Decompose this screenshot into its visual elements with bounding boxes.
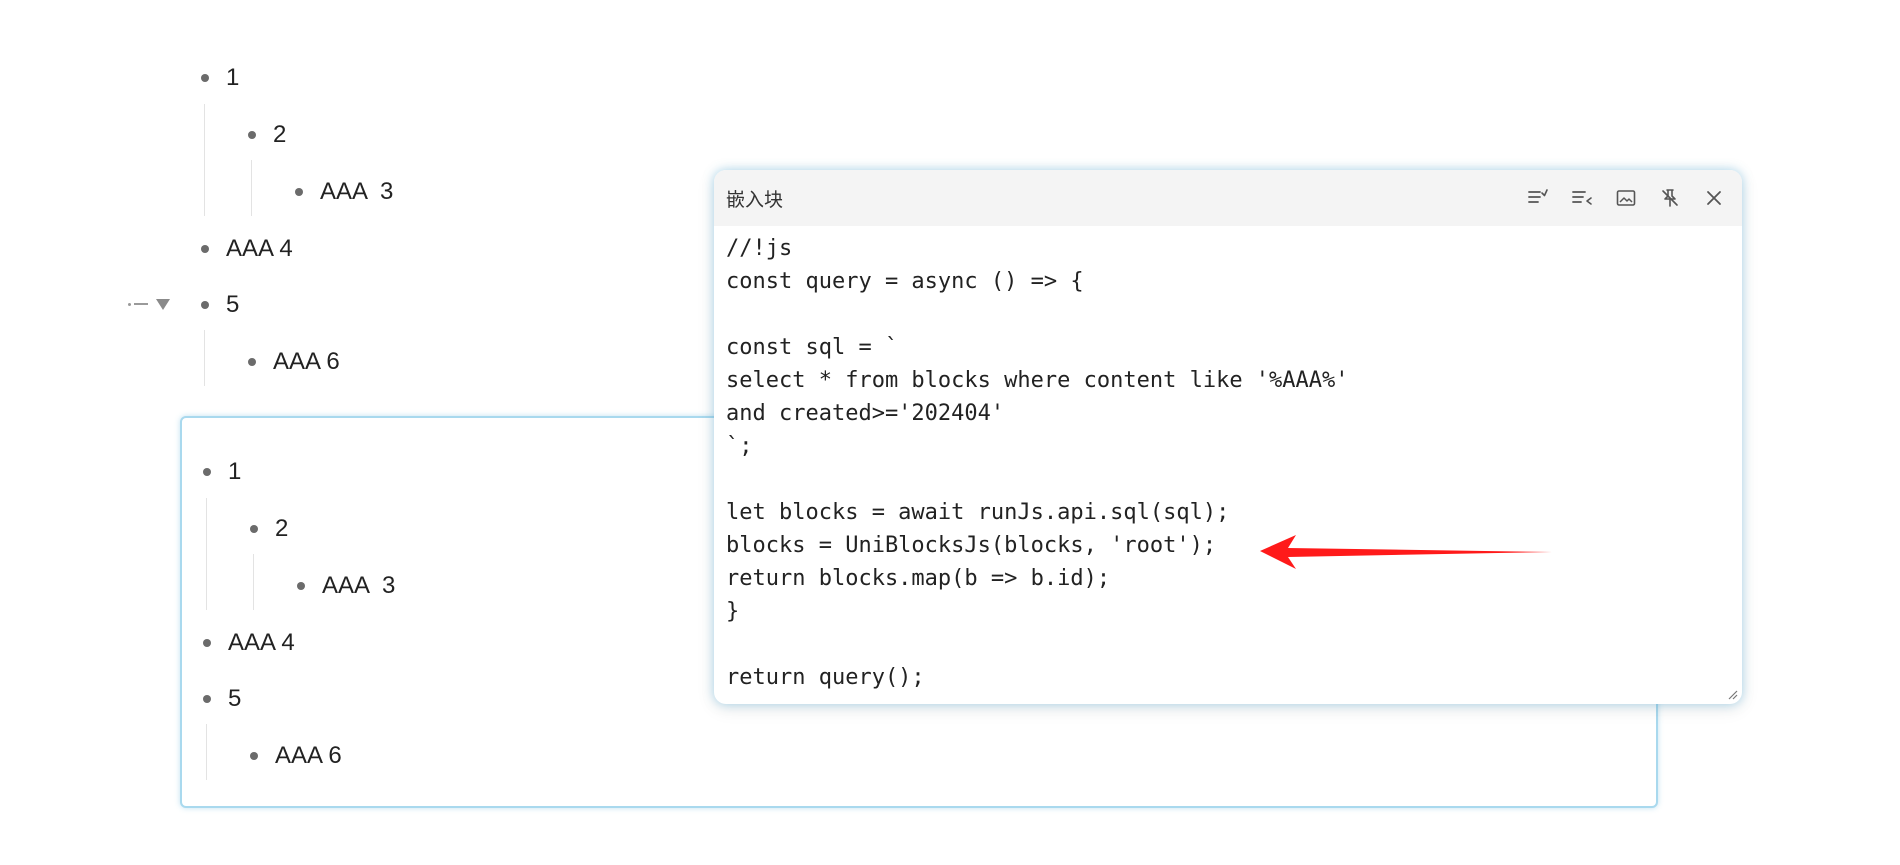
indent-guide bbox=[253, 554, 254, 610]
embed-editor-popup: 嵌入块 bbox=[714, 170, 1742, 704]
list-item-text[interactable]: 5 bbox=[228, 685, 242, 712]
list-check-icon bbox=[1528, 189, 1548, 203]
code-line[interactable]: const query = async () => { bbox=[726, 269, 1084, 294]
list-item[interactable]: AAA 6 bbox=[237, 736, 342, 776]
bullet-icon[interactable] bbox=[237, 509, 271, 549]
list-item-text[interactable]: AAA 4 bbox=[228, 629, 295, 656]
list-collapse-icon bbox=[1572, 191, 1592, 205]
image-icon bbox=[1616, 190, 1636, 206]
code-line[interactable]: return query(); bbox=[726, 665, 925, 690]
bullet-icon[interactable] bbox=[190, 452, 224, 492]
list-item-text[interactable]: AAA 4 bbox=[226, 235, 293, 262]
image-button[interactable] bbox=[1608, 180, 1644, 216]
bullet-icon[interactable] bbox=[190, 623, 224, 663]
bullet-icon[interactable] bbox=[188, 58, 222, 98]
unpin-button[interactable] bbox=[1652, 180, 1688, 216]
list-item-text[interactable]: 1 bbox=[228, 458, 242, 485]
close-button[interactable] bbox=[1696, 180, 1732, 216]
bullet-icon[interactable] bbox=[235, 342, 269, 382]
list-item-text[interactable]: 1 bbox=[226, 64, 240, 91]
drag-handle-icon[interactable] bbox=[128, 302, 148, 306]
code-line[interactable]: const sql = ` bbox=[726, 335, 899, 360]
list-item-text[interactable]: 5 bbox=[226, 291, 240, 318]
indent-guide bbox=[204, 104, 205, 216]
popup-header[interactable]: 嵌入块 bbox=[714, 170, 1742, 226]
block-hover-tools bbox=[128, 290, 170, 318]
list-item[interactable]: 1 bbox=[190, 452, 241, 492]
list-item[interactable]: AAA 3 bbox=[282, 172, 393, 212]
list-item[interactable]: AAA 6 bbox=[235, 342, 340, 382]
list-item[interactable]: 5 bbox=[188, 285, 239, 325]
close-icon bbox=[1707, 191, 1721, 205]
indent-guide bbox=[251, 160, 252, 216]
code-line[interactable] bbox=[726, 463, 1730, 496]
list-item-text[interactable]: AAA 6 bbox=[275, 742, 342, 769]
code-line[interactable]: //!js bbox=[726, 236, 793, 261]
code-line[interactable] bbox=[726, 298, 1730, 331]
indent-guide bbox=[206, 498, 207, 610]
list-collapse-button[interactable] bbox=[1564, 180, 1600, 216]
list-item[interactable]: 2 bbox=[237, 509, 288, 549]
popup-title: 嵌入块 bbox=[726, 189, 784, 211]
bullet-icon[interactable] bbox=[188, 285, 222, 325]
list-item[interactable]: AAA 3 bbox=[284, 566, 395, 606]
indent-guide bbox=[206, 724, 207, 780]
indent-guide bbox=[204, 330, 205, 386]
bullet-icon[interactable] bbox=[237, 736, 271, 776]
list-item[interactable]: 5 bbox=[190, 679, 241, 719]
code-line[interactable] bbox=[726, 628, 1730, 661]
red-arrow-annotation bbox=[1260, 535, 1552, 569]
list-check-button[interactable] bbox=[1520, 180, 1556, 216]
list-item-text[interactable]: AAA 6 bbox=[273, 348, 340, 375]
list-item-text[interactable]: AAA 3 bbox=[322, 572, 396, 599]
list-item[interactable]: AAA 4 bbox=[190, 623, 295, 663]
list-item-text[interactable]: AAA 3 bbox=[320, 178, 394, 205]
list-item-text[interactable]: 2 bbox=[273, 121, 287, 148]
list-item-text[interactable]: 2 bbox=[275, 515, 289, 542]
code-line[interactable]: `; bbox=[726, 434, 753, 459]
list-item[interactable]: 2 bbox=[235, 115, 286, 155]
code-line[interactable]: select * from blocks where content like … bbox=[726, 368, 1349, 393]
bullet-icon[interactable] bbox=[190, 679, 224, 719]
popup-toolbar bbox=[1520, 180, 1732, 216]
bullet-icon[interactable] bbox=[188, 229, 222, 269]
resize-grip-icon[interactable] bbox=[1726, 688, 1738, 700]
code-line[interactable]: blocks = UniBlocksJs(blocks, 'root'); bbox=[726, 533, 1217, 558]
code-editor[interactable]: //!js const query = async () => { const sq… bbox=[714, 226, 1742, 700]
code-line[interactable]: return blocks.map(b => b.id); bbox=[726, 566, 1111, 591]
bullet-icon[interactable] bbox=[284, 566, 318, 606]
code-line[interactable]: and created>='202404' bbox=[726, 401, 1005, 426]
fold-arrow-icon[interactable] bbox=[156, 298, 170, 310]
unpin-icon bbox=[1662, 189, 1678, 207]
bullet-icon[interactable] bbox=[235, 115, 269, 155]
list-item[interactable]: AAA 4 bbox=[188, 229, 293, 269]
list-item[interactable]: 1 bbox=[188, 58, 239, 98]
code-line[interactable]: } bbox=[726, 599, 740, 624]
bullet-icon[interactable] bbox=[282, 172, 316, 212]
code-line[interactable]: let blocks = await runJs.api.sql(sql); bbox=[726, 500, 1230, 525]
